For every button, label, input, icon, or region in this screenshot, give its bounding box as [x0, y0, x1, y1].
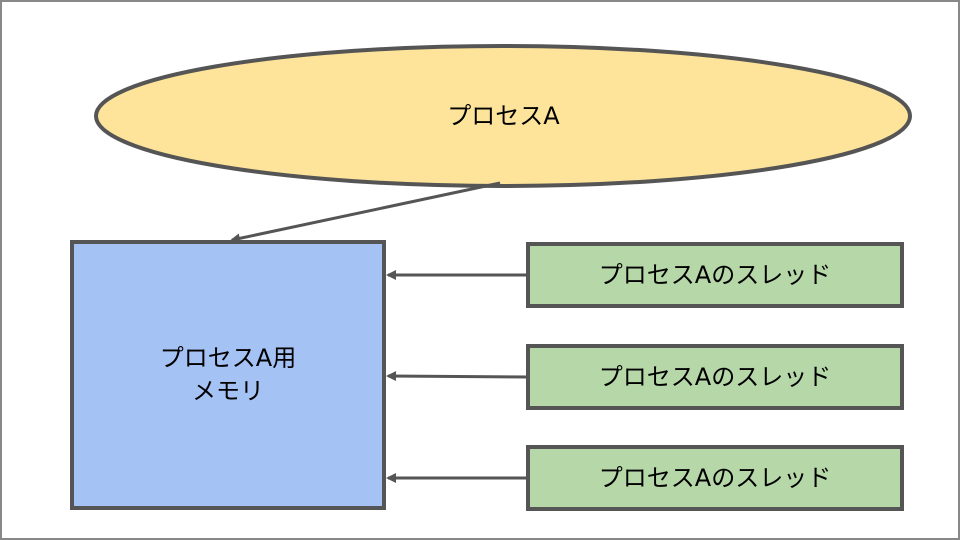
- thread-to-memory-arrow: [386, 371, 529, 382]
- thread-label-text: プロセスAのスレッド: [598, 362, 832, 391]
- thread-label-text: プロセスAのスレッド: [598, 260, 832, 289]
- thread-label: プロセスAのスレッド: [528, 447, 902, 509]
- memory-box[interactable]: [70, 240, 386, 510]
- thread-box[interactable]: [526, 242, 904, 308]
- process-to-memory-arrow: [230, 181, 501, 244]
- thread-label: プロセスAのスレッド: [528, 244, 902, 306]
- memory-label-line2: メモリ: [192, 377, 264, 405]
- memory-label: プロセスA用 メモリ: [72, 242, 384, 508]
- process-ellipse[interactable]: [94, 44, 912, 188]
- thread-box[interactable]: [526, 344, 904, 410]
- process-label: プロセスA: [96, 46, 911, 186]
- process-label-text: プロセスA: [447, 101, 560, 130]
- thread-label: プロセスAのスレッド: [528, 346, 902, 408]
- memory-label-line1: プロセスA用: [159, 344, 297, 372]
- thread-box[interactable]: [526, 445, 904, 511]
- thread-label-text: プロセスAのスレッド: [598, 463, 832, 492]
